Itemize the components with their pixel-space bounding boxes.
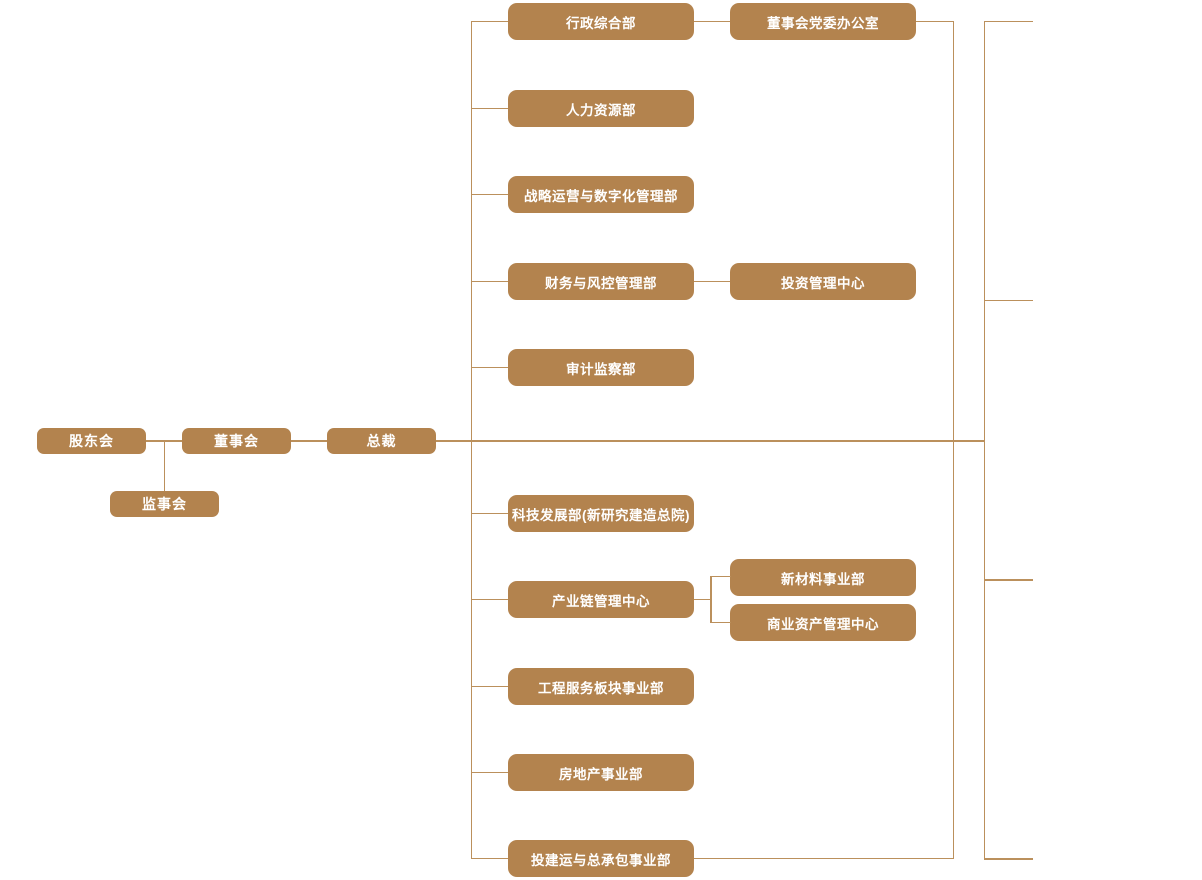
connector-president-main bbox=[436, 440, 984, 442]
node-dept-tech-development: 科技发展部(新研究建造总院) bbox=[508, 495, 694, 532]
node-dept-real-estate: 房地产事业部 bbox=[508, 754, 694, 791]
node-dept-finance-risk: 财务与风控管理部 bbox=[508, 263, 694, 300]
connector-rail-stub-4 bbox=[984, 858, 1033, 860]
connector-party-office-rail bbox=[916, 20, 953, 22]
connector-trunk-admin bbox=[471, 20, 508, 22]
connector-epc-rail bbox=[694, 857, 953, 859]
connector-bracket-commercial bbox=[710, 621, 731, 623]
connector-bracket-new-materials bbox=[710, 575, 731, 577]
node-supervisory-board: 监事会 bbox=[110, 491, 219, 517]
connector-trunk-tech bbox=[471, 512, 508, 514]
connector-trunk-chain bbox=[471, 598, 508, 600]
connector-supervisory-drop bbox=[163, 441, 165, 491]
connector-shareholders-board bbox=[146, 440, 182, 442]
connector-bracket-vertical bbox=[710, 576, 712, 623]
node-dept-epc: 投建运与总承包事业部 bbox=[508, 840, 694, 877]
node-investment-center: 投资管理中心 bbox=[730, 263, 916, 300]
node-dept-admin: 行政综合部 bbox=[508, 3, 694, 40]
node-dept-strategy-digital: 战略运营与数字化管理部 bbox=[508, 176, 694, 213]
connector-trunk-epc bbox=[471, 857, 508, 859]
connector-trunk-finance bbox=[471, 280, 508, 282]
connector-board-president bbox=[291, 440, 327, 442]
node-dept-hr: 人力资源部 bbox=[508, 90, 694, 127]
node-dept-audit: 审计监察部 bbox=[508, 349, 694, 386]
connector-right-rail-outer bbox=[983, 21, 985, 860]
connector-right-rail-inner bbox=[952, 21, 954, 859]
connector-admin-party-office bbox=[694, 20, 730, 22]
connector-trunk-real-estate bbox=[471, 771, 508, 773]
connector-trunk-strategy bbox=[471, 193, 508, 195]
node-dept-industry-chain: 产业链管理中心 bbox=[508, 581, 694, 618]
connector-rail-stub-3 bbox=[984, 579, 1033, 581]
connector-chain-bracket bbox=[694, 598, 711, 600]
node-commercial-assets-center: 商业资产管理中心 bbox=[730, 604, 916, 641]
connector-rail-stub-2 bbox=[984, 299, 1033, 301]
connector-finance-investment bbox=[694, 280, 730, 282]
node-president: 总裁 bbox=[327, 428, 436, 454]
connector-rail-stub-1 bbox=[984, 20, 1033, 22]
node-new-materials-division: 新材料事业部 bbox=[730, 559, 916, 596]
node-dept-engineering-service: 工程服务板块事业部 bbox=[508, 668, 694, 705]
connector-trunk-audit bbox=[471, 366, 508, 368]
node-board-of-directors: 董事会 bbox=[182, 428, 291, 454]
connector-trunk bbox=[470, 21, 472, 858]
node-shareholders: 股东会 bbox=[37, 428, 146, 454]
node-board-party-office: 董事会党委办公室 bbox=[730, 3, 916, 40]
connector-trunk-hr bbox=[471, 107, 508, 109]
connector-trunk-engineering bbox=[471, 685, 508, 687]
